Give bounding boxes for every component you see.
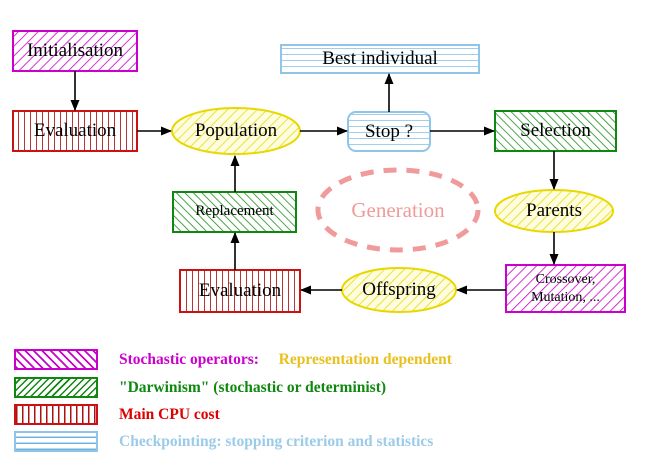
legend-swatch-red-vertical [14, 404, 98, 425]
node-evaluation-bottom-label: Evaluation [198, 280, 282, 302]
node-variation[interactable]: Crossover, Mutation, ... [506, 265, 625, 312]
legend-swatch-magenta-diagonal [14, 349, 98, 370]
node-variation-label-line2: Mutation, ... [531, 289, 600, 305]
legend-item-stochastic-operators: Stochastic operators: Representation dep… [14, 349, 452, 370]
node-evaluation-bottom[interactable]: Evaluation [180, 270, 300, 312]
node-replacement[interactable]: Replacement [173, 192, 296, 232]
node-generation-label: Generation [351, 197, 445, 222]
node-evaluation-top[interactable]: Evaluation [13, 111, 137, 151]
legend-label-darwinism: "Darwinism" (stochastic or determinist) [119, 378, 387, 396]
node-population-label: Population [194, 120, 278, 142]
node-offspring-label: Offspring [362, 279, 436, 301]
legend-label-stochastic-operators-secondary: Representation dependent [278, 350, 452, 368]
shape-evaluation-bottom [179, 269, 301, 313]
shape-evaluation-top [12, 110, 138, 152]
node-best-individual[interactable]: Best individual [281, 43, 479, 75]
legend-label-main-cpu-cost: Main CPU cost [119, 405, 220, 423]
legend-item-darwinism: "Darwinism" (stochastic or determinist) [14, 377, 386, 398]
node-best-individual-label: Best individual [322, 48, 438, 70]
node-parents-label: Parents [526, 200, 582, 222]
node-parents[interactable]: Parents [495, 190, 613, 232]
legend-label-checkpointing: Checkpointing: stopping criterion and st… [119, 432, 434, 450]
node-stop[interactable]: Stop ? [348, 112, 430, 151]
shape-generation [315, 167, 481, 253]
legend-swatch-blue-horizontal [14, 431, 98, 452]
legend-label-stochastic-operators: Stochastic operators: Representation dep… [119, 351, 452, 369]
legend-label-stochastic-operators-primary: Stochastic operators: [119, 350, 259, 368]
node-initialisation-label: Initialisation [26, 40, 124, 62]
shape-initialisation [12, 30, 138, 72]
legend-item-main-cpu-cost: Main CPU cost [14, 404, 220, 425]
node-selection[interactable]: Selection [495, 111, 616, 151]
node-selection-label: Selection [520, 120, 591, 142]
node-replacement-label: Replacement [195, 203, 274, 220]
shape-replacement [172, 191, 297, 233]
node-initialisation[interactable]: Initialisation [13, 31, 137, 71]
node-stop-label: Stop ? [364, 120, 414, 142]
node-population[interactable]: Population [172, 108, 300, 154]
legend-swatch-green-diagonal [14, 377, 98, 398]
shape-variation [505, 264, 626, 313]
node-offspring[interactable]: Offspring [342, 268, 456, 312]
node-evaluation-top-label: Evaluation [33, 120, 117, 142]
node-variation-label-line1: Crossover, [535, 272, 596, 287]
legend-item-checkpointing: Checkpointing: stopping criterion and st… [14, 431, 433, 452]
shape-selection [494, 110, 617, 152]
shape-best-individual [280, 44, 480, 74]
node-generation: Generation [318, 190, 478, 230]
